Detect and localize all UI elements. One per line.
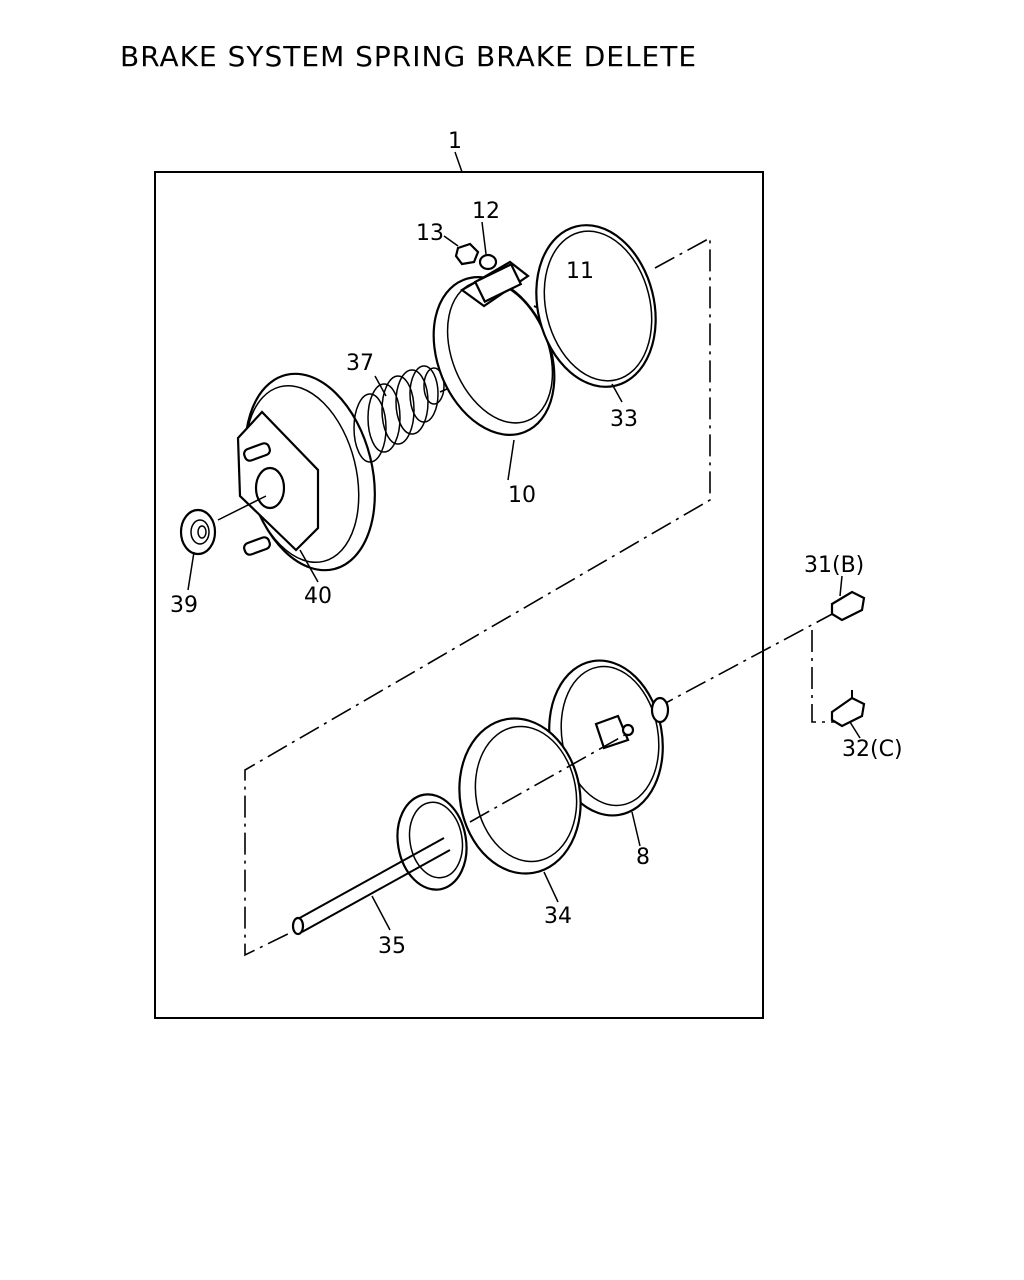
diaphragm-part-33 [535,224,657,388]
fitting-bracket [811,630,836,723]
push-rod-part-35 [291,793,468,936]
nut-part-13 [454,242,480,266]
axis-40-39 [217,495,267,521]
callout-39: 39 [170,593,198,618]
callout-13: 13 [416,221,444,246]
callout-33: 33 [610,407,638,432]
washer-part-12 [478,253,498,271]
seal-part-39 [179,508,217,556]
callout-11: 11 [566,259,594,284]
callout-8: 8 [636,845,650,870]
fitting-part-31 [830,590,866,622]
callout-35: 35 [378,934,406,959]
callout-32c: 32(C) [842,737,903,762]
spring-part-37 [353,365,445,463]
fitting-part-32 [830,690,866,728]
axis-lower [469,731,631,823]
callout-1: 1 [448,129,462,154]
housing-part-40 [236,372,376,572]
callout-40: 40 [304,584,332,609]
clamp-ring-part-10 [432,260,556,436]
diagram-title: BRAKE SYSTEM SPRING BRAKE DELETE [120,40,698,73]
callout-34: 34 [544,904,572,929]
callout-37: 37 [346,351,374,376]
callout-12: 12 [472,199,500,224]
assembly-leader [454,151,463,173]
callout-10: 10 [508,483,536,508]
subassembly-outline [244,236,711,957]
diaphragm-part-34 [458,717,582,875]
axis-line [659,611,837,707]
assembly-frame [154,171,764,1019]
callout-31b: 31(B) [804,553,864,578]
